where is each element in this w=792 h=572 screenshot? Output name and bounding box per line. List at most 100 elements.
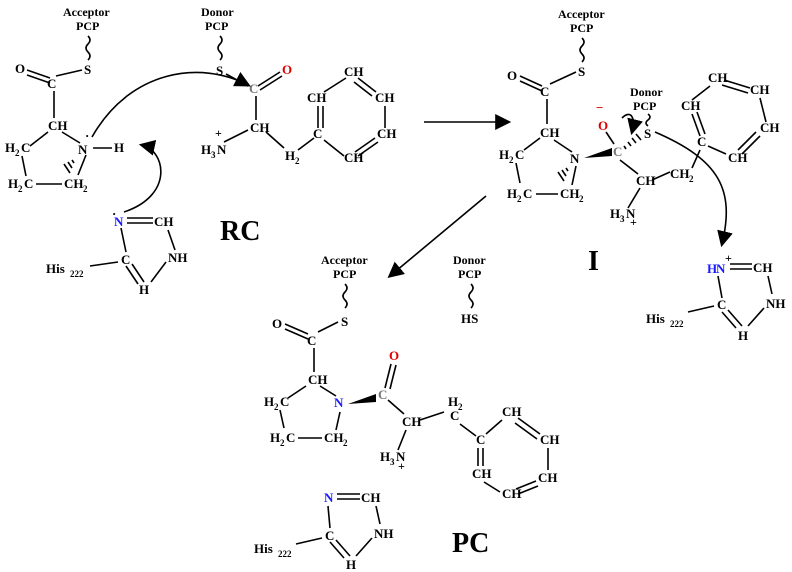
rc-n-h: H xyxy=(114,140,124,155)
rc-ring-h2c-2: H xyxy=(8,176,18,191)
svg-text:CH: CH xyxy=(502,404,522,419)
svg-text:3: 3 xyxy=(390,457,395,467)
i-s-c-bond xyxy=(549,71,577,85)
rc-donor-ca-n-bond xyxy=(223,129,249,143)
rc-arrow-his-to-h xyxy=(123,139,162,213)
svg-text:H: H xyxy=(264,394,274,409)
pc-n-plus: + xyxy=(398,459,405,473)
rc-s-c-bond xyxy=(55,69,83,77)
rc-benzene-ring: C CH CH CH CH CH xyxy=(307,64,397,165)
pc-his-n: N xyxy=(324,490,334,505)
i-oxyanion-o: O xyxy=(598,118,608,133)
svg-text:2: 2 xyxy=(689,174,694,184)
rc-donor-cb: H xyxy=(285,148,295,163)
svg-text:H: H xyxy=(270,430,280,445)
rc-his-label: His xyxy=(46,261,65,276)
i-his222: H N + CH NH H C His 222 xyxy=(646,251,786,343)
svg-text:C: C xyxy=(717,297,726,312)
svg-text:H: H xyxy=(738,328,748,343)
svg-text:N: N xyxy=(396,449,406,464)
svg-text:C: C xyxy=(24,176,33,191)
pc-donor-pcp-label: PCP xyxy=(458,267,481,281)
svg-text:CH: CH xyxy=(472,466,492,481)
rc-ring-ch2: CH xyxy=(64,176,84,191)
svg-text:CH: CH xyxy=(502,486,522,501)
svg-text:C: C xyxy=(450,408,459,423)
i-bold-wedge xyxy=(584,148,612,158)
svg-text:CH: CH xyxy=(681,98,701,113)
i-benzene-ring: C CH CH CH CH CH xyxy=(681,70,780,165)
rc-ring-bond-2 xyxy=(21,155,27,177)
rc-ring-bond-1 xyxy=(29,131,49,147)
i-hashed-wedge xyxy=(557,167,569,182)
svg-text:2: 2 xyxy=(18,184,23,194)
i-n-plus: + xyxy=(630,215,637,229)
svg-text:2: 2 xyxy=(509,155,514,165)
svg-text:CH: CH xyxy=(538,470,558,485)
svg-text:CH: CH xyxy=(560,186,580,201)
i-complex: Acceptor PCP S O C CH H 2 C H 2 C CH 2 N… xyxy=(499,7,786,343)
i-acceptor-label: Acceptor xyxy=(558,7,605,21)
svg-text:H: H xyxy=(346,557,356,572)
svg-text:CH: CH xyxy=(344,150,364,165)
pc-complex: Acceptor PCP S O C CH H 2 C H 2 C CH 2 N… xyxy=(254,253,560,572)
svg-text:222: 222 xyxy=(70,269,84,279)
rc-acceptor-s: S xyxy=(84,62,91,77)
rc-donor-pcp-label: PCP xyxy=(205,19,228,33)
rc-hashed-wedge xyxy=(63,159,75,174)
rc-acceptor-pcp-label: PCP xyxy=(76,19,99,33)
svg-text:CH: CH xyxy=(636,173,656,188)
pc-acceptor-label: Acceptor xyxy=(321,253,368,267)
i-donor-s: S xyxy=(644,126,651,141)
i-his-plus: + xyxy=(725,251,732,265)
pc-amide-c: C xyxy=(378,387,387,402)
pc-n-pro: N xyxy=(334,395,344,410)
rc-c1: C xyxy=(47,76,56,91)
svg-text:H: H xyxy=(507,186,517,201)
rc-co-bond-b xyxy=(26,74,51,84)
pc-acceptor-tether xyxy=(342,283,348,309)
svg-text:2: 2 xyxy=(517,194,522,204)
i-ca: CH xyxy=(540,125,560,140)
rc-ca: CH xyxy=(48,118,68,133)
rc-state-label: RC xyxy=(220,216,260,247)
svg-text:NH: NH xyxy=(766,296,786,311)
rc-donor-tether xyxy=(217,35,223,61)
svg-text:2: 2 xyxy=(280,438,285,448)
rc-donor-ca: CH xyxy=(250,120,270,135)
svg-text:CH: CH xyxy=(361,490,381,505)
pc-donor-hs: HS xyxy=(461,311,478,326)
rc-donor-c: C xyxy=(249,81,258,96)
svg-text:CH: CH xyxy=(708,70,728,85)
rc-his222: · N CH NH H C His 222 xyxy=(46,206,188,297)
svg-text:CH: CH xyxy=(307,90,327,105)
pc-his-label: His xyxy=(254,541,273,556)
svg-text:C: C xyxy=(325,528,334,543)
i-acceptor-o: O xyxy=(507,68,517,83)
svg-text:NH: NH xyxy=(168,250,188,265)
svg-text:2: 2 xyxy=(458,402,463,412)
pc-his222: N CH NH H C His 222 xyxy=(254,490,394,572)
rc-donor-co-b xyxy=(259,75,283,91)
rc-donor-cb-ring-bond xyxy=(297,137,315,151)
svg-text:NH: NH xyxy=(374,526,394,541)
rc-n-lonepair: · xyxy=(85,128,89,143)
svg-text:CH: CH xyxy=(750,82,770,97)
pc-state-label: PC xyxy=(452,528,489,559)
svg-text:2: 2 xyxy=(274,402,279,412)
svg-text:CH: CH xyxy=(540,432,560,447)
pc-acceptor-pcp-label: PCP xyxy=(333,267,356,281)
i-his-hn: H xyxy=(707,261,717,276)
rc-donor-co-a xyxy=(257,71,281,87)
svg-text:C: C xyxy=(523,186,532,201)
i-arrow-s-to-his xyxy=(654,131,733,248)
rc-ring-bond-4 xyxy=(77,154,87,176)
i-his-label: His xyxy=(646,311,665,326)
svg-text:H: H xyxy=(448,394,458,409)
svg-text:CH: CH xyxy=(344,64,364,79)
pc-donor-label: Donor xyxy=(453,253,486,267)
i-acceptor-pcp-label: PCP xyxy=(570,21,593,35)
pc-acceptor-o: O xyxy=(272,316,282,331)
svg-text:C: C xyxy=(121,252,130,267)
